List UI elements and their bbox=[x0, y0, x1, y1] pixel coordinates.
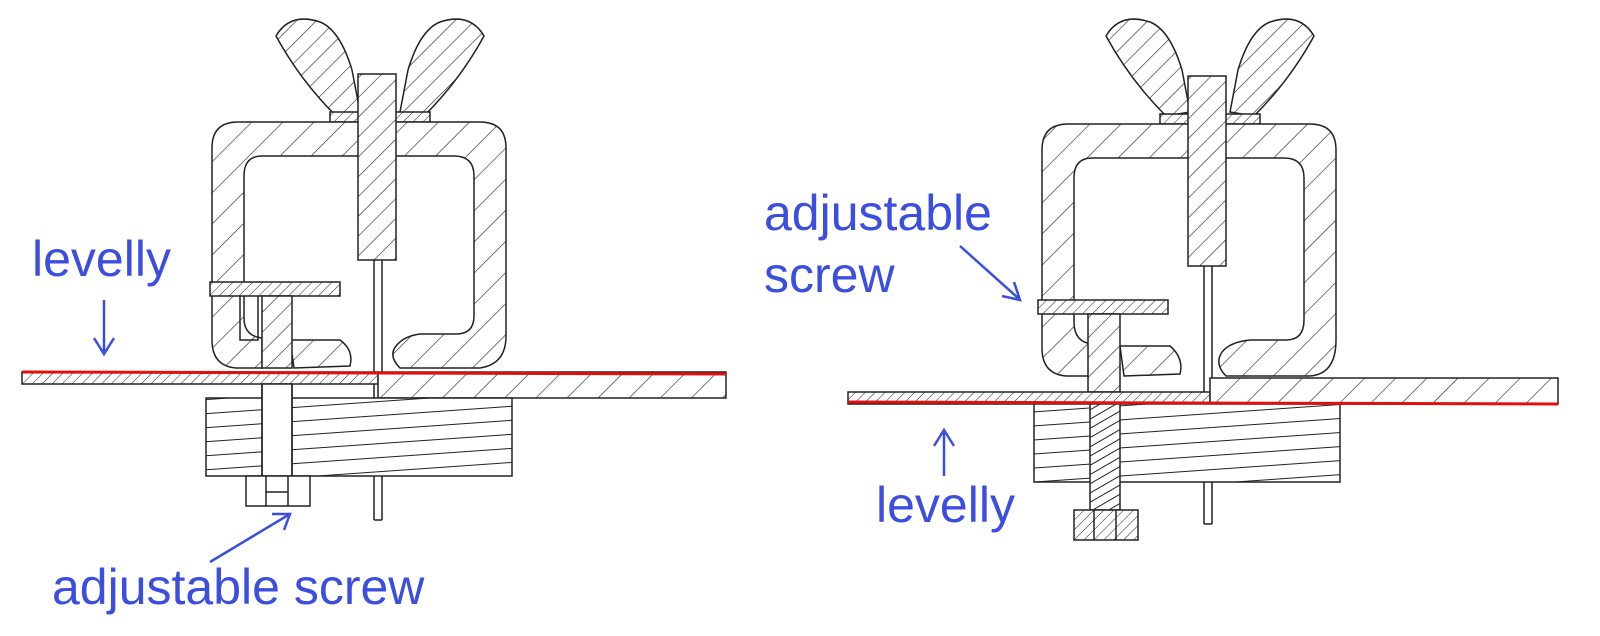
left-level-line bbox=[21, 370, 727, 376]
left-arrows bbox=[92, 300, 292, 564]
right-arrows bbox=[932, 245, 1022, 476]
right-clamp-body bbox=[1041, 123, 1337, 377]
left-adjustable-screw bbox=[245, 383, 311, 507]
right-t-foot bbox=[1037, 299, 1169, 393]
right-sheets bbox=[847, 377, 1559, 405]
left-t-foot bbox=[209, 281, 341, 369]
right-levelly-label: levelly bbox=[876, 477, 1015, 533]
right-assembly bbox=[847, 18, 1559, 541]
left-wood-block bbox=[205, 397, 513, 477]
right-wood-block bbox=[1033, 403, 1341, 483]
left-sheets bbox=[21, 371, 727, 399]
right-adjustable-screw bbox=[1073, 403, 1139, 541]
left-clamp-body bbox=[211, 121, 507, 369]
right-screw-label: screw bbox=[764, 247, 895, 303]
right-adjustable-label: adjustable bbox=[764, 185, 992, 241]
left-assembly bbox=[21, 18, 727, 521]
left-adjustable-screw-label: adjustable screw bbox=[52, 559, 425, 615]
left-levelly-label: levelly bbox=[32, 231, 171, 287]
right-level-line bbox=[847, 400, 1559, 406]
